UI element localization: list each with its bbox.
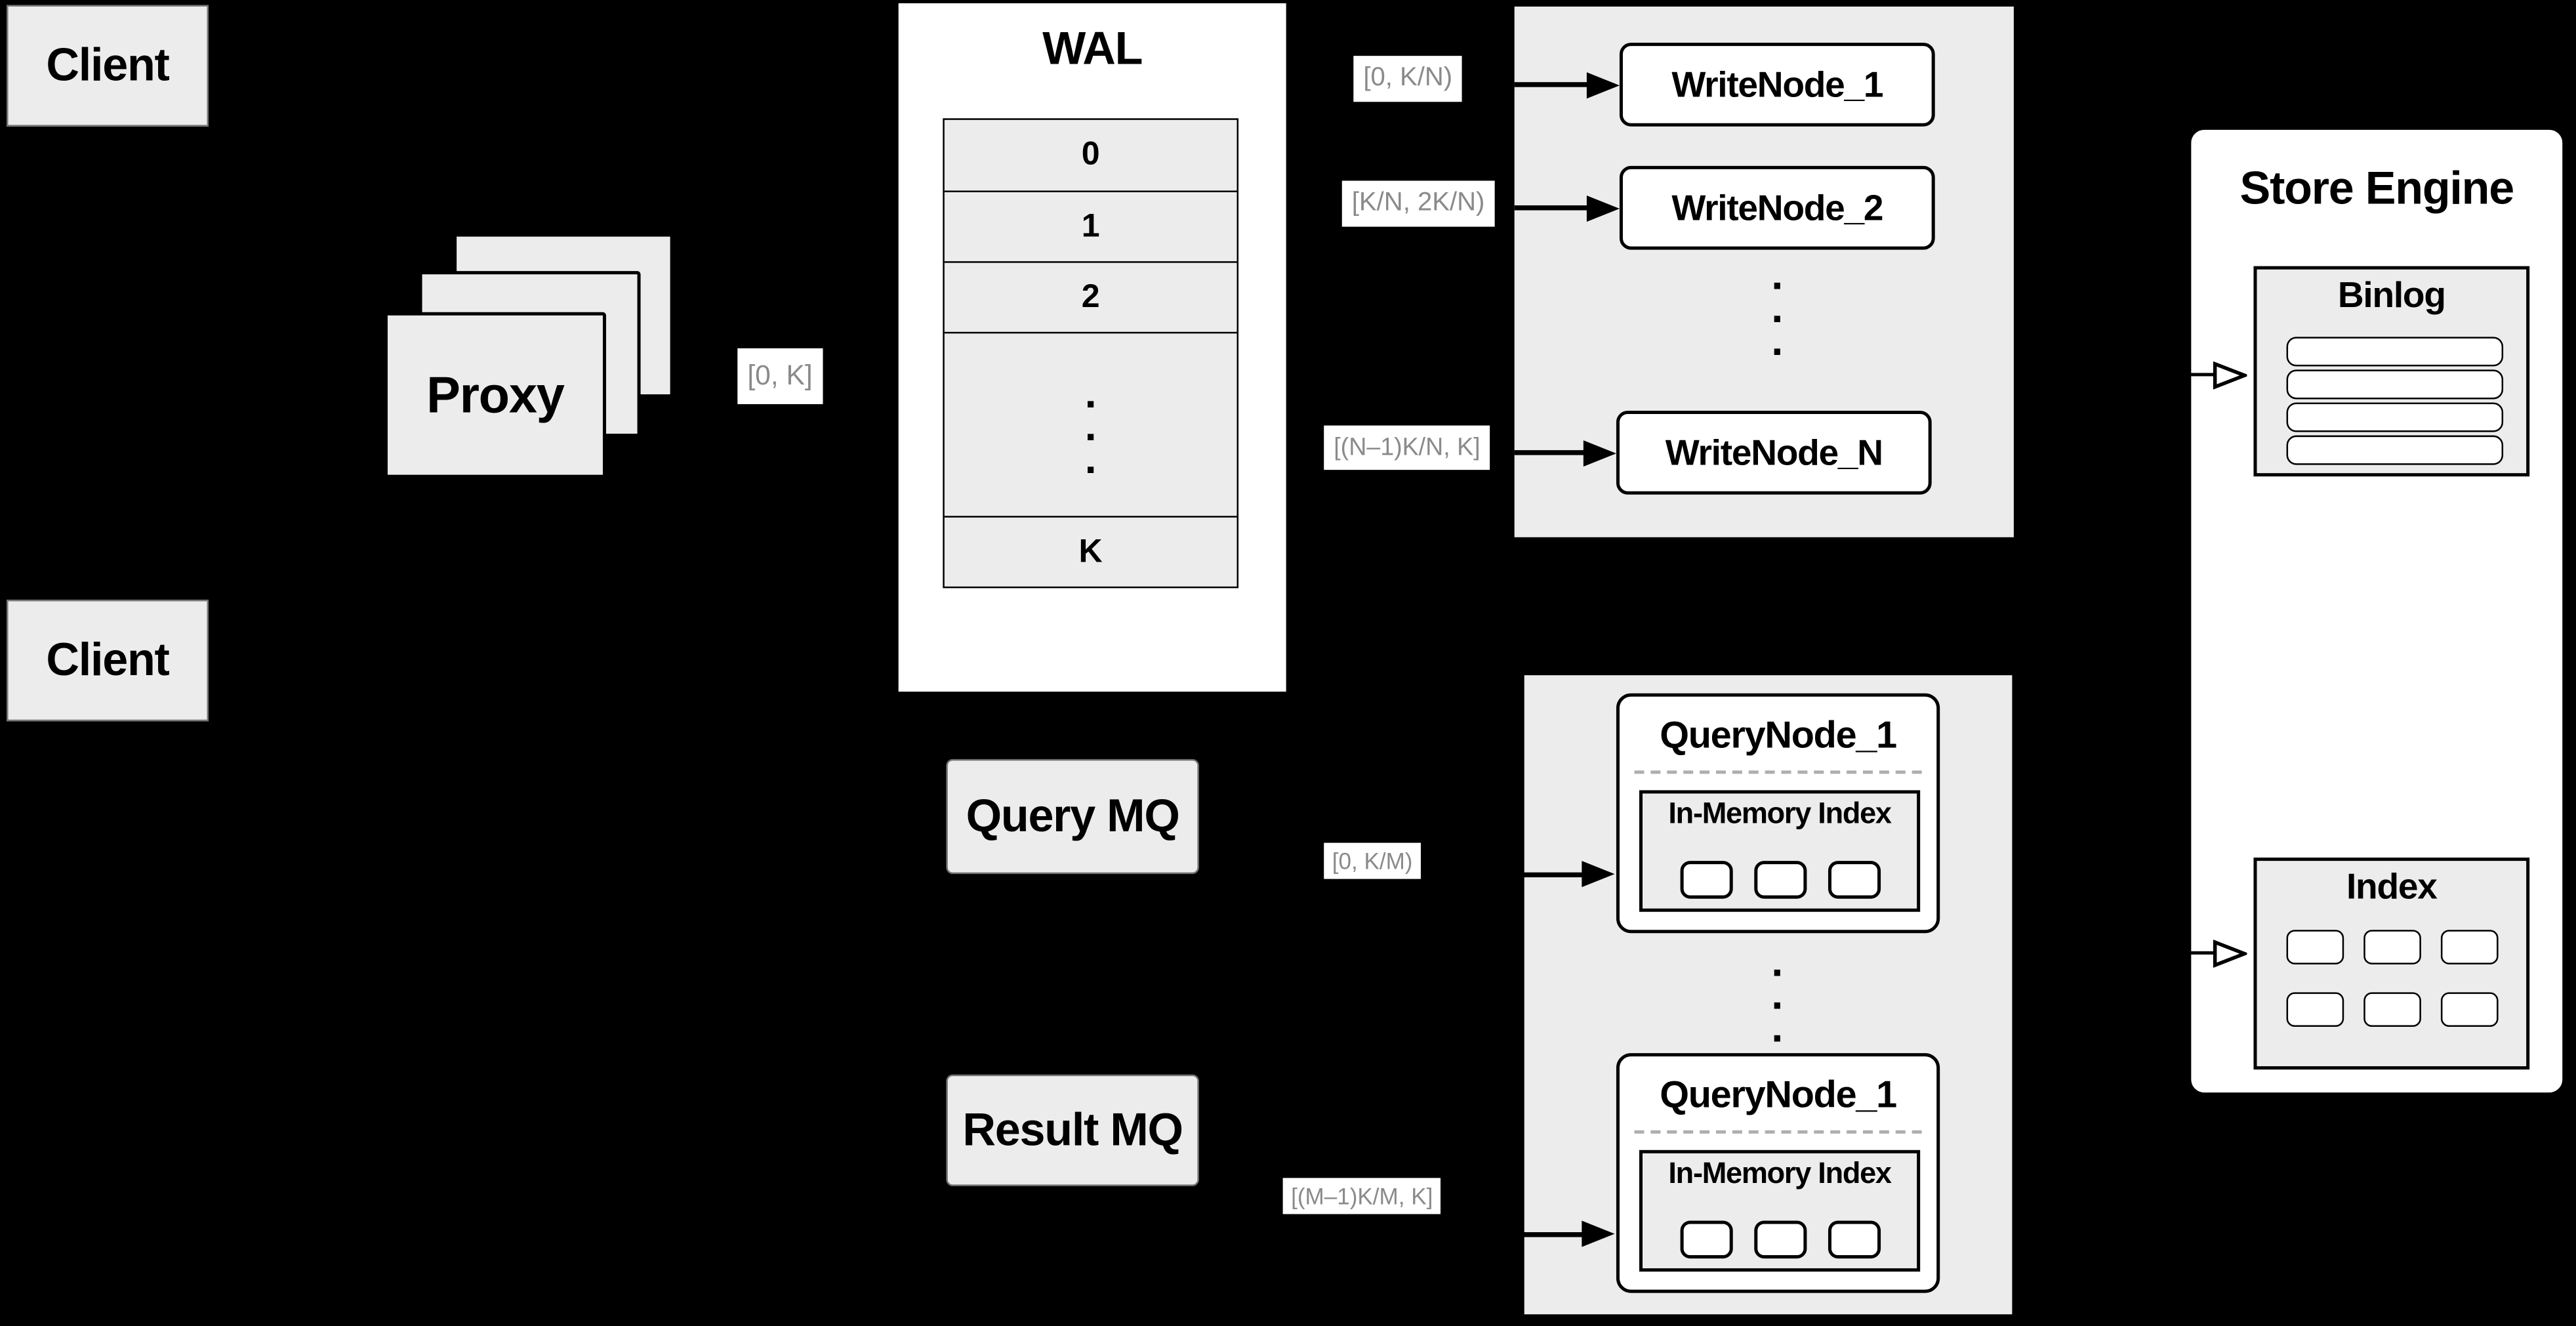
memory-segment	[1753, 1220, 1807, 1259]
write-range-label-n: [(N–1)K/N, K]	[1324, 425, 1490, 470]
memory-segments-row-2	[1643, 1220, 1917, 1259]
arrow-writenode-2-shaft	[1514, 205, 1589, 211]
write-cluster-ellipsis: . . .	[1761, 249, 1793, 365]
ellipsis-dot: .	[1084, 400, 1097, 449]
memory-segment	[1679, 1220, 1732, 1259]
wal-slot-table: 0 1 2 . . . K	[943, 118, 1239, 589]
query-range-label-2: [(M–1)K/M, K]	[1282, 1178, 1441, 1214]
arrow-index-hollow-head-icon	[2213, 940, 2247, 968]
write-range-label-1: [0, K/N)	[1353, 56, 1463, 103]
wal-title: WAL	[1042, 23, 1143, 74]
wal-panel: WAL 0 1 2 . . . K	[898, 3, 1286, 692]
querynode-2-title: QueryNode_1	[1660, 1073, 1897, 1116]
arrow-binlog-shaft	[2153, 372, 2215, 377]
arrow-writenode-1-shaft	[1514, 82, 1589, 87]
writenode-1-box: WriteNode_1	[1619, 43, 1935, 127]
client-top-label: Client	[46, 39, 170, 91]
binlog-segment	[2286, 402, 2504, 432]
index-segment	[2440, 930, 2498, 964]
writenode-n-label: WriteNode_N	[1665, 431, 1883, 472]
binlog-rows	[2286, 337, 2504, 465]
result-mq-box: Result MQ	[946, 1074, 1199, 1186]
store-engine-panel: Store Engine Binlog Index	[2188, 126, 2566, 1096]
arrow-writenode-n-shaft	[1514, 450, 1589, 455]
ellipsis-dot: .	[1771, 969, 1784, 1019]
query-cluster-panel: QueryNode_1 In-Memory Index QueryNode_1 …	[1524, 675, 2013, 1315]
binlog-segment	[2286, 369, 2504, 400]
ellipsis-dot: .	[1771, 282, 1784, 332]
wal-slot-0: 0	[1081, 136, 1100, 173]
memory-segment	[1753, 861, 1807, 899]
writenode-2-box: WriteNode_2	[1619, 165, 1935, 250]
proxy-label: Proxy	[426, 365, 565, 423]
index-segment	[2285, 992, 2343, 1027]
proxy-range-label: [0, K]	[737, 348, 823, 404]
arrow-binlog-hollow-head-icon	[2213, 361, 2247, 390]
in-memory-index-box-2: In-Memory Index	[1639, 1150, 1921, 1272]
write-range-label-2: [K/N, 2K/N)	[1341, 180, 1495, 228]
wal-slot-1: 1	[944, 190, 1237, 261]
proxy-card-front: Proxy	[384, 312, 606, 478]
query-range-label-1: [0, K/M)	[1324, 842, 1421, 879]
memory-segment	[1827, 1220, 1880, 1259]
index-segment	[2363, 992, 2421, 1027]
binlog-title: Binlog	[2337, 274, 2446, 316]
arrow-querynode-2-shaft	[1478, 1231, 1584, 1237]
index-title: Index	[2346, 865, 2438, 907]
in-memory-index-title-2: In-Memory Index	[1668, 1156, 1892, 1190]
ellipsis-dot: .	[1084, 367, 1097, 417]
wal-slot-2: 2	[944, 261, 1237, 332]
arrow-writenode-2-head-icon	[1586, 194, 1620, 221]
memory-segments-row-1	[1643, 861, 1917, 899]
query-mq-box: Query MQ	[946, 758, 1199, 875]
query-mq-label: Query MQ	[966, 790, 1180, 842]
arrow-index-shaft	[2153, 950, 2215, 955]
index-segment	[2440, 992, 2498, 1027]
index-cells	[2257, 930, 2526, 1027]
ellipsis-dot: .	[1084, 432, 1097, 482]
querynode-2-box: QueryNode_1 In-Memory Index	[1616, 1053, 1940, 1293]
writenode-1-label: WriteNode_1	[1671, 63, 1883, 105]
wal-slot-k: K	[944, 516, 1237, 587]
arrow-writenode-1-head-icon	[1586, 71, 1620, 98]
ellipsis-dot: .	[1771, 315, 1784, 365]
query-cluster-ellipsis: . . .	[1761, 936, 1793, 1052]
store-engine-title: Store Engine	[2239, 162, 2515, 214]
arrow-writenode-n-head-icon	[1583, 439, 1616, 466]
querynode-1-title: QueryNode_1	[1660, 713, 1897, 756]
ellipsis-dot: .	[1771, 936, 1784, 986]
querynode-1-box: QueryNode_1 In-Memory Index	[1616, 693, 1940, 934]
writenode-2-label: WriteNode_2	[1671, 186, 1883, 228]
querynode-1-divider	[1634, 770, 1922, 774]
index-segment	[2285, 930, 2343, 964]
client-bottom-label: Client	[46, 634, 170, 686]
binlog-segment	[2286, 337, 2504, 367]
binlog-box: Binlog	[2253, 266, 2530, 477]
ellipsis-dot: .	[1771, 249, 1784, 299]
client-box-top: Client	[7, 5, 209, 127]
result-mq-label: Result MQ	[962, 1104, 1183, 1155]
wal-ellipsis: . . .	[944, 331, 1237, 516]
memory-segment	[1679, 861, 1732, 899]
querynode-2-divider	[1634, 1130, 1922, 1134]
index-box: Index	[2253, 858, 2530, 1070]
memory-segment	[1827, 861, 1880, 899]
ellipsis-dot: .	[1771, 1002, 1784, 1052]
arrow-querynode-2-head-icon	[1582, 1220, 1615, 1247]
index-segment	[2363, 930, 2421, 964]
binlog-segment	[2286, 435, 2504, 465]
arrow-querynode-1-head-icon	[1582, 861, 1615, 888]
in-memory-index-title-1: In-Memory Index	[1668, 797, 1892, 830]
arrow-querynode-1-shaft	[1478, 871, 1584, 877]
in-memory-index-box-1: In-Memory Index	[1639, 790, 1921, 912]
writenode-n-box: WriteNode_N	[1616, 411, 1932, 495]
client-box-bottom: Client	[7, 599, 209, 722]
